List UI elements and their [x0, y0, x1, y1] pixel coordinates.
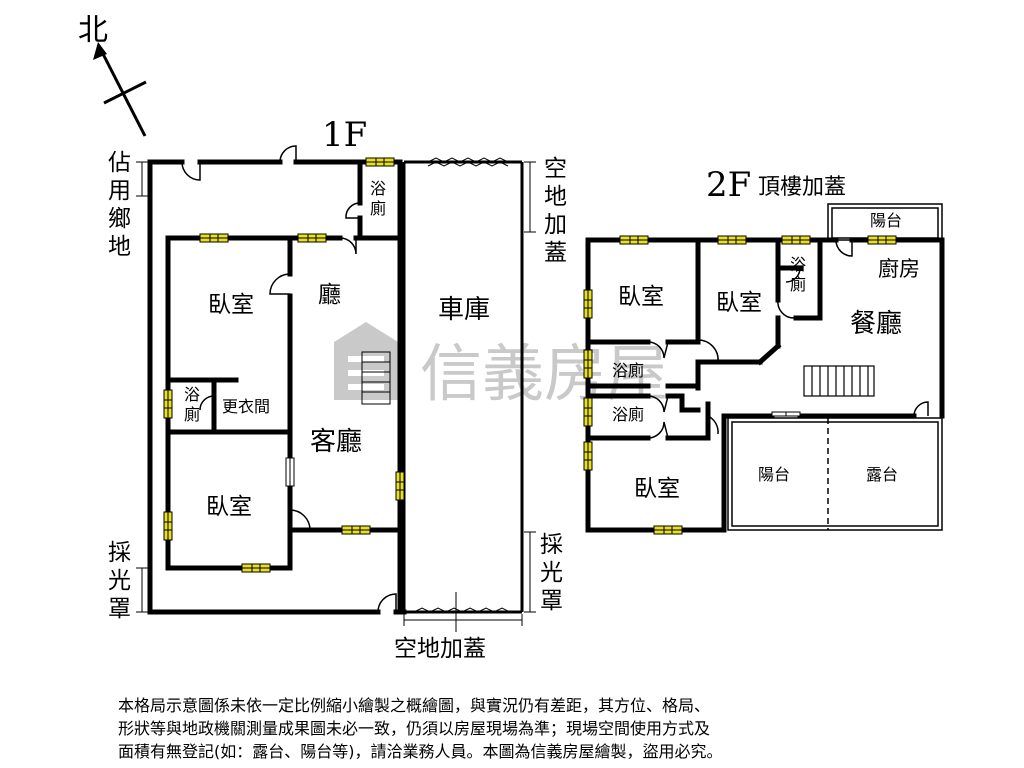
note-open-roof-right: 空地加蓋 [544, 156, 567, 266]
floor2-terrace [727, 417, 943, 531]
floor2-title: 2F [706, 165, 751, 205]
compass: 北 [78, 13, 147, 137]
disclaimer-line: 面積有無登記(如：露台、陽台等)，請洽業務人員。本圖為信義房屋繪製，盜用必究。 [118, 742, 723, 761]
room-bath-c: 浴廁 [612, 405, 644, 424]
garage-door-top-icon [427, 157, 509, 167]
floor1-stairs [361, 351, 391, 405]
sliding-door-2f-icon [771, 411, 801, 417]
room-living: 客廳 [310, 427, 362, 457]
watermark-logo [334, 322, 398, 400]
room-kitchen: 廚房 [878, 257, 920, 281]
room-terrace: 露台 [866, 465, 898, 484]
disclaimer: 本格局示意圖係未依一定比例縮小繪製之概繪圖，與實況仍有差距，其方位、格局、 形狀… [118, 694, 918, 763]
note-occupied-land: 佔用鄉地 [108, 150, 131, 260]
door-hall-icon [339, 237, 357, 255]
north-label: 北 [78, 13, 108, 48]
disclaimer-line: 本格局示意圖係未依一定比例縮小繪製之概繪圖，與實況仍有差距，其方位、格局、 [118, 696, 711, 715]
room-bedroom2: 臥室 [716, 290, 762, 316]
room-bath-a: 浴廁 [790, 255, 806, 294]
room-balcony-top: 陽台 [870, 211, 902, 230]
compass-cross-icon [103, 80, 147, 105]
north-arrowhead-icon [93, 42, 107, 60]
door-bedroom-top-icon [269, 273, 291, 295]
room-bath-small: 浴廁 [184, 385, 200, 424]
note-skylight-left: 採光罩 [108, 540, 131, 622]
floor1-doors [181, 145, 397, 613]
skylight-left-bracket [136, 567, 148, 613]
door-top-mid-icon [279, 145, 297, 163]
door-bottom-icon [377, 593, 397, 613]
garage-door-bottom-icon [413, 592, 511, 632]
note-skylight-right: 採光罩 [540, 532, 563, 614]
door-bath-top-icon [345, 202, 361, 219]
floor2-stairs [803, 365, 875, 397]
room-closet: 更衣間 [222, 397, 270, 416]
open-roof-bracket [524, 161, 536, 233]
room-hall: 廳 [318, 282, 341, 308]
note-open-roof-bottom: 空地加蓋 [394, 636, 486, 662]
floor1-title: 1F [322, 115, 367, 155]
room-bedroom1: 臥室 [618, 284, 664, 310]
floor2-doors [647, 239, 929, 439]
disclaimer-line: 形狀等與地政機關測量成果圖未必一致，仍須以房屋現場為準；現場空間使用方式及 [118, 719, 711, 738]
room-bedroom-bottom: 臥室 [206, 494, 252, 520]
room-bedroom-top: 臥室 [208, 292, 254, 318]
room-bath-top: 浴廁 [370, 179, 386, 218]
occupied-land-bracket [136, 161, 148, 197]
door-closet-icon [199, 395, 215, 411]
skylight-right-bracket [524, 531, 536, 613]
door-top-left-icon [181, 161, 201, 181]
floor1-plan: 1F [108, 115, 567, 662]
sliding-door-icon [285, 457, 295, 487]
room-bedroom3: 臥室 [634, 476, 680, 502]
open-roof-bottom-bracket [403, 614, 523, 626]
door-living-bottom-icon [289, 509, 311, 531]
room-garage: 車庫 [438, 295, 490, 325]
floor2-subtitle: 頂樓加蓋 [758, 175, 846, 200]
room-balcony-bottom: 陽台 [758, 465, 790, 484]
room-bath-b: 浴廁 [612, 361, 644, 380]
room-dining: 餐廳 [850, 309, 902, 339]
floor2-plan: 2F 頂樓加蓋 [583, 165, 945, 535]
